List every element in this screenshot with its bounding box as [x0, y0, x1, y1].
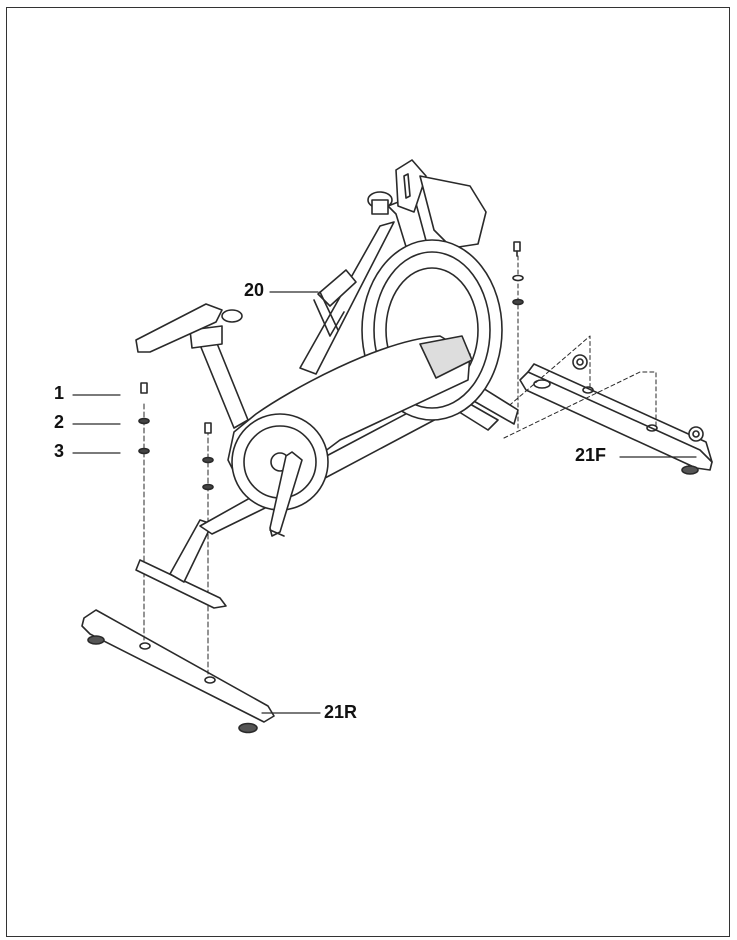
front-hardware	[512, 241, 524, 306]
callout-part-1: 1	[54, 383, 65, 403]
callout-part-20: 20	[244, 280, 265, 300]
bottle-holder-20	[313, 269, 357, 337]
front-alignment-guides	[503, 255, 657, 439]
callout-part-21F: 21F	[575, 445, 607, 465]
rear-alignment-guides	[143, 403, 209, 675]
front-stabilizer-21F	[519, 354, 713, 475]
crank	[231, 413, 329, 537]
callout-part-3: 3	[54, 441, 65, 461]
page-frame	[6, 7, 730, 937]
leader-lines	[72, 291, 697, 714]
rear-hardware	[138, 382, 214, 491]
callout-part-21R: 21R	[324, 702, 358, 722]
callout-part-2: 2	[54, 412, 65, 432]
rear-stabilizer-21R	[81, 609, 275, 734]
